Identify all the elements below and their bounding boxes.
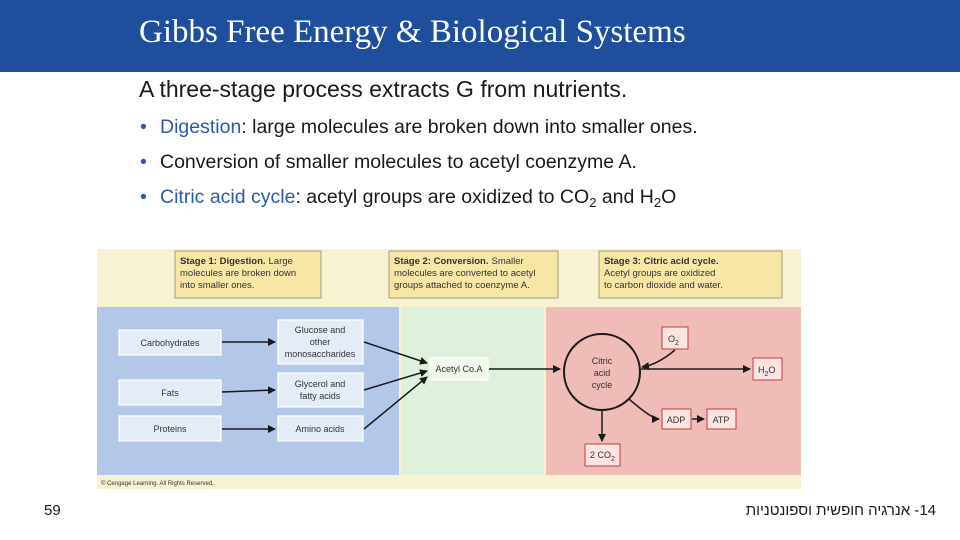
glucose-box [277, 319, 364, 365]
stage3-line2: Acetyl groups are oxidized [604, 268, 715, 279]
citric-cycle-ring [563, 333, 641, 411]
bullet-term: Citric acid cycle [160, 186, 296, 208]
stage1-line2: molecules are broken down [180, 268, 296, 279]
glycerol-box [277, 372, 364, 408]
stage1-line1: Large [269, 256, 293, 267]
o2-box [661, 326, 689, 350]
subscript: 2 [589, 195, 597, 210]
stage1-line3: into smaller ones. [180, 280, 254, 291]
fats-label: Fats [161, 388, 179, 398]
arrow [221, 386, 276, 395]
glycerol-line1: Glycerol and [295, 379, 346, 389]
bullet-item: Citric acid cycle: acetyl groups are oxi… [140, 186, 840, 209]
arrow [363, 369, 428, 391]
bullet-text: Conversion of smaller molecules to acety… [160, 151, 637, 173]
carbohydrates-box [118, 329, 222, 356]
stage2-label: Stage 2: Conversion.Smaller [394, 256, 524, 267]
atp-box [706, 408, 737, 430]
arrow [363, 341, 428, 365]
h2o-box [752, 357, 783, 381]
acetyl-coa-box [429, 357, 489, 381]
arrow [363, 376, 428, 430]
slide-subtitle: A three-stage process extracts G from nu… [139, 76, 628, 102]
stage2-panel [401, 307, 544, 475]
bullet-text: and H [596, 186, 654, 208]
o2-label: O2 [668, 334, 679, 347]
bullet-term: Digestion [160, 116, 242, 138]
stage3-title: Stage 3: Citric acid cycle. [604, 256, 719, 267]
amino-acids-label: Amino acids [295, 424, 345, 434]
stage3-line3: to carbon dioxide and water. [604, 280, 723, 291]
proteins-label: Proteins [153, 424, 187, 434]
title-bar: Gibbs Free Energy & Biological Systems [0, 0, 960, 72]
fats-box [118, 379, 222, 406]
cycle-line3: cycle [592, 380, 613, 390]
subscript: 2 [653, 195, 662, 210]
adp-box [661, 408, 692, 430]
stage1-label-box [174, 250, 322, 299]
co2-box [584, 443, 621, 467]
glucose-line1: Glucose and [295, 325, 346, 335]
stage2-label-box [388, 250, 559, 299]
three-stage-diagram: Stage 1: Digestion.Large molecules are b… [97, 249, 801, 489]
glucose-line2: other [310, 337, 331, 347]
stage2-line2: molecules are converted to acetyl [394, 268, 536, 279]
adp-label: ADP [667, 415, 686, 425]
glycerol-line2: fatty acids [300, 391, 341, 401]
stage2-line1: Smaller [492, 256, 524, 267]
diagram-svg: Stage 1: Digestion.Large molecules are b… [97, 250, 801, 487]
cycle-line2: acid [594, 368, 611, 378]
h2o-label: H2O [758, 365, 775, 378]
stage2-title: Stage 2: Conversion. [394, 256, 489, 267]
bullet-item: Digestion: large molecules are broken do… [140, 116, 840, 139]
carbohydrates-label: Carbohydrates [140, 338, 200, 348]
footer-text: 14- אנרגיה חופשית וספונטניות [745, 502, 936, 519]
glucose-line3: monosaccharides [285, 349, 356, 359]
stage1-label: Stage 1: Digestion.Large [180, 256, 293, 267]
cycle-line1: Citric [592, 356, 613, 366]
slide-number: 59 [44, 502, 61, 519]
arrow [641, 349, 676, 371]
co2-label: 2 CO2 [590, 450, 615, 463]
proteins-box [118, 415, 222, 442]
bullet-text: : acetyl groups are oxidized to CO [295, 186, 590, 208]
bullet-list: Digestion: large molecules are broken do… [140, 116, 840, 221]
amino-acids-box [277, 415, 364, 442]
copyright-text: © Cengage Learning. All Rights Reserved. [101, 480, 214, 487]
stage3-label-box [598, 250, 783, 299]
bullet-text: O [661, 186, 677, 208]
stage2-line3: groups attached to coenzyme A. [394, 280, 530, 291]
stage1-title: Stage 1: Digestion. [180, 256, 266, 267]
slide-title: Gibbs Free Energy & Biological Systems [139, 14, 686, 50]
bullet-text: : large molecules are broken down into s… [241, 116, 698, 138]
atp-label: ATP [713, 415, 730, 425]
bullet-item: Conversion of smaller molecules to acety… [140, 151, 840, 174]
acetyl-coa-label: Acetyl Co.A [435, 364, 482, 374]
arrow [628, 398, 660, 423]
